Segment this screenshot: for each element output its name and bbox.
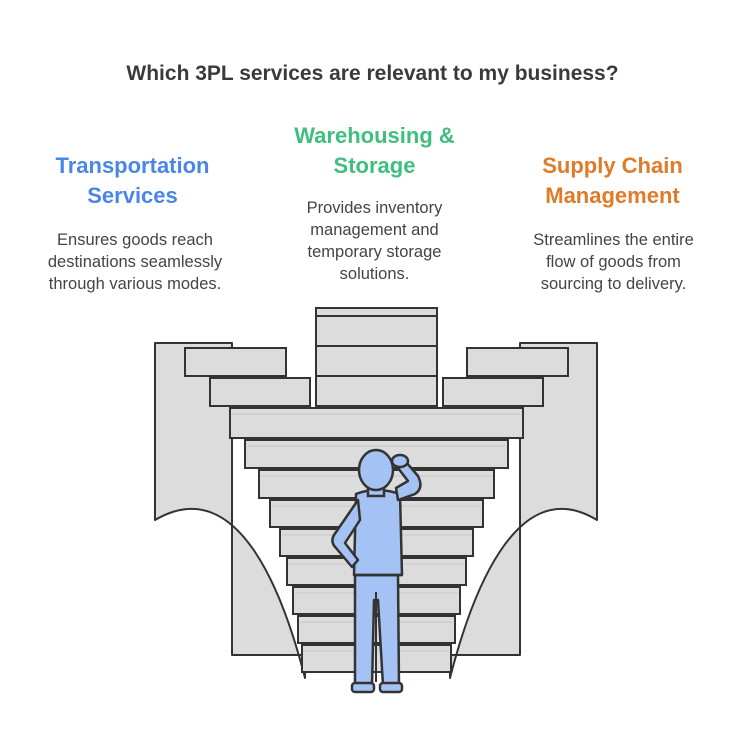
transportation-heading-line-2: Services: [87, 183, 178, 208]
left-wall: [154, 342, 306, 679]
warehousing-heading: Warehousing & Storage: [262, 121, 487, 181]
transportation-description-line: destinations seamlessly: [47, 253, 223, 271]
page-title: Which 3PL services are relevant to my bu…: [126, 62, 619, 85]
warehousing-description-line: solutions.: [339, 265, 410, 283]
warehousing-description-line: temporary storage: [307, 243, 442, 261]
supply-chain-description-line: sourcing to delivery.: [540, 275, 687, 293]
supply-chain-description-line: Streamlines the entire: [533, 231, 694, 249]
transportation-description-line: Ensures goods reach: [57, 231, 213, 249]
thinking-person-icon: [331, 448, 422, 694]
warehousing-heading-line-1: Warehousing &: [294, 123, 455, 148]
transportation-heading: Transportation Services: [20, 151, 245, 211]
left-step: [184, 347, 287, 377]
transportation-heading-line-1: Transportation: [55, 153, 210, 178]
right-step: [442, 377, 544, 407]
left-step: [209, 377, 311, 407]
warehousing-description: Provides inventory management and tempor…: [262, 197, 487, 285]
right-wall: [449, 342, 598, 679]
warehousing-description-line: management and: [310, 221, 439, 239]
transportation-description: Ensures goods reach destinations seamles…: [20, 229, 250, 295]
warehousing-description-line: Provides inventory: [306, 199, 443, 217]
central-step: [229, 407, 524, 439]
supply-chain-description: Streamlines the entire flow of goods fro…: [496, 229, 731, 295]
warehousing-heading-line-2: Storage: [333, 153, 416, 178]
right-step: [466, 347, 569, 377]
supply-chain-heading: Supply Chain Management: [500, 151, 725, 211]
supply-chain-heading-line-1: Supply Chain: [542, 153, 683, 178]
center-tower: [315, 307, 438, 407]
transportation-description-line: through various modes.: [48, 275, 222, 293]
supply-chain-description-line: flow of goods from: [546, 253, 681, 271]
supply-chain-heading-line-2: Management: [545, 183, 680, 208]
